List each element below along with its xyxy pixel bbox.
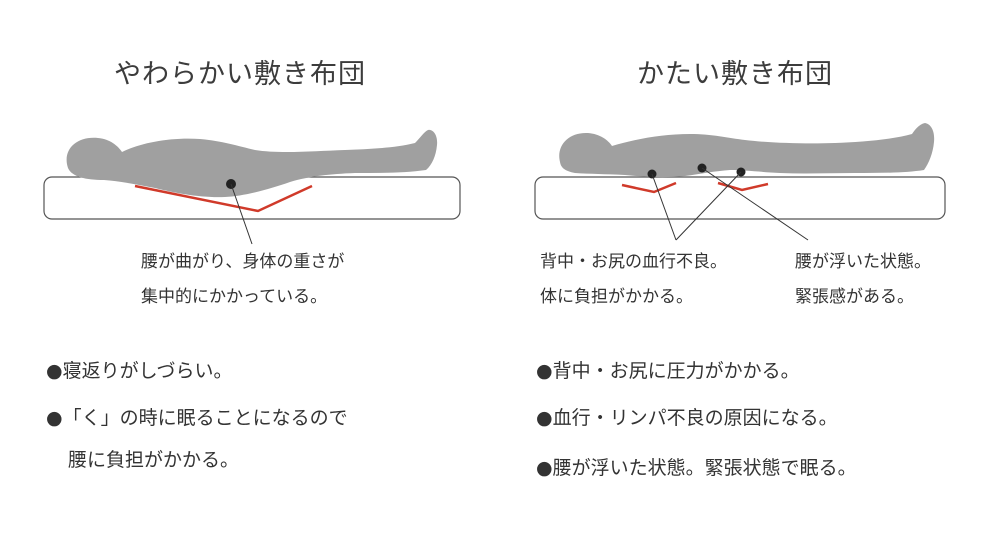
hard-pointer-line-back xyxy=(651,173,677,241)
soft-pointer-line xyxy=(230,183,253,245)
hard-futon-body-figure xyxy=(559,123,935,178)
hard-annotation-a-line2: 体に負担がかかる。 xyxy=(540,287,693,307)
soft-bullet-2-cont: 腰に負担がかかる。 xyxy=(68,449,240,471)
hard-pointer-line-waist xyxy=(701,167,809,241)
soft-bullet-1: ●寝返りがしづらい。 xyxy=(46,360,233,382)
soft-futon-title: やわらかい敷き布団 xyxy=(114,59,366,90)
soft-annotation-line2: 集中的にかかっている。 xyxy=(141,287,328,307)
soft-sag-curve xyxy=(134,184,313,213)
hard-annotation-b-line2: 緊張感がある。 xyxy=(795,287,914,307)
hard-bullet-2: ●血行・リンパ不良の原因になる。 xyxy=(536,407,838,429)
hard-pressure-curve-hips xyxy=(717,181,769,192)
hard-pressure-curve-back xyxy=(621,181,677,194)
hard-mattress xyxy=(534,176,946,220)
hard-pointer-line-hips xyxy=(675,171,742,241)
soft-bullet-2: ●「く」の時に眠ることになるので xyxy=(46,407,348,429)
soft-annotation-line1: 腰が曲がり、身体の重さが xyxy=(141,252,345,272)
hard-futon-title: かたい敷き布団 xyxy=(637,59,833,90)
hard-bullet-1: ●背中・お尻に圧力がかかる。 xyxy=(536,360,800,382)
hard-annotation-b-line1: 腰が浮いた状態。 xyxy=(795,252,931,272)
hard-annotation-a-line1: 背中・お尻の血行不良。 xyxy=(540,252,727,272)
soft-futon-body-figure xyxy=(66,129,438,198)
hard-bullet-3: ●腰が浮いた状態。緊張状態で眠る。 xyxy=(536,457,857,479)
